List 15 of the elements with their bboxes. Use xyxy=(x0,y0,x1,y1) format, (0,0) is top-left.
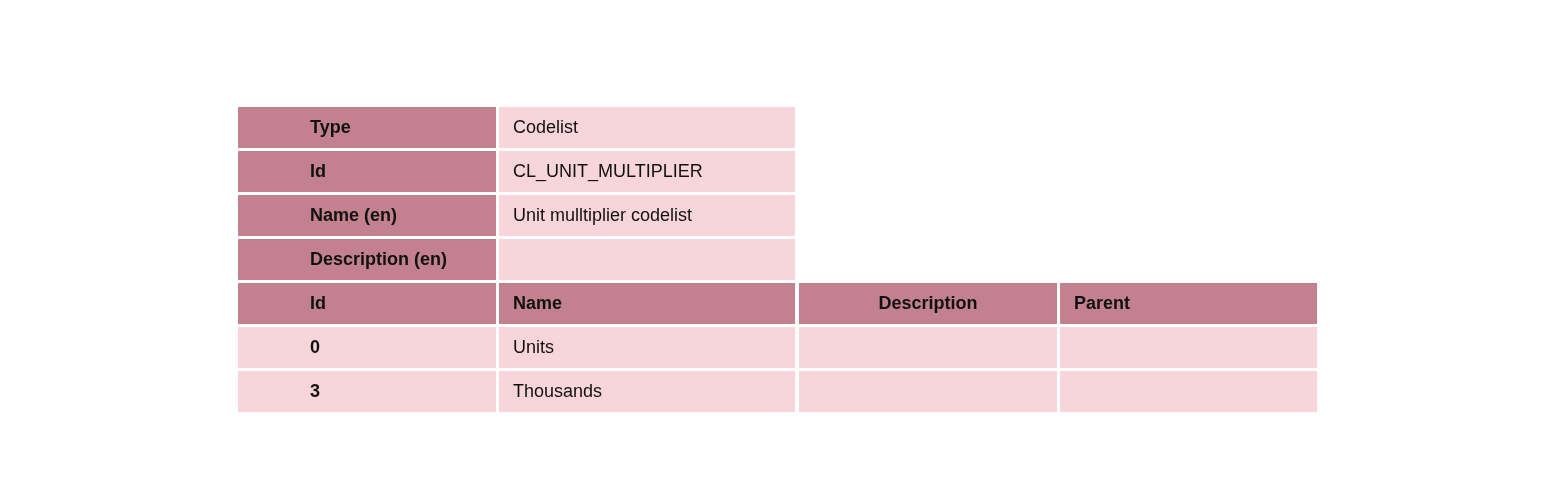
table-cell: CL_UNIT_MULTIPLIER xyxy=(499,151,795,192)
header-cell: Type xyxy=(238,107,496,148)
header-cell: Id xyxy=(238,151,496,192)
header-cell: Description xyxy=(799,283,1057,324)
table-cell: Units xyxy=(499,327,795,368)
table-cell: 3 xyxy=(238,371,496,412)
header-cell: Id xyxy=(238,283,496,324)
header-cell: Parent xyxy=(1060,283,1317,324)
table-cell: Codelist xyxy=(499,107,795,148)
header-cell: Name (en) xyxy=(238,195,496,236)
header-cell: Description (en) xyxy=(238,239,496,280)
table-cell: Thousands xyxy=(499,371,795,412)
table-cell: 0 xyxy=(238,327,496,368)
header-cell: Name xyxy=(499,283,795,324)
table-cell: Unit mulltiplier codelist xyxy=(499,195,795,236)
